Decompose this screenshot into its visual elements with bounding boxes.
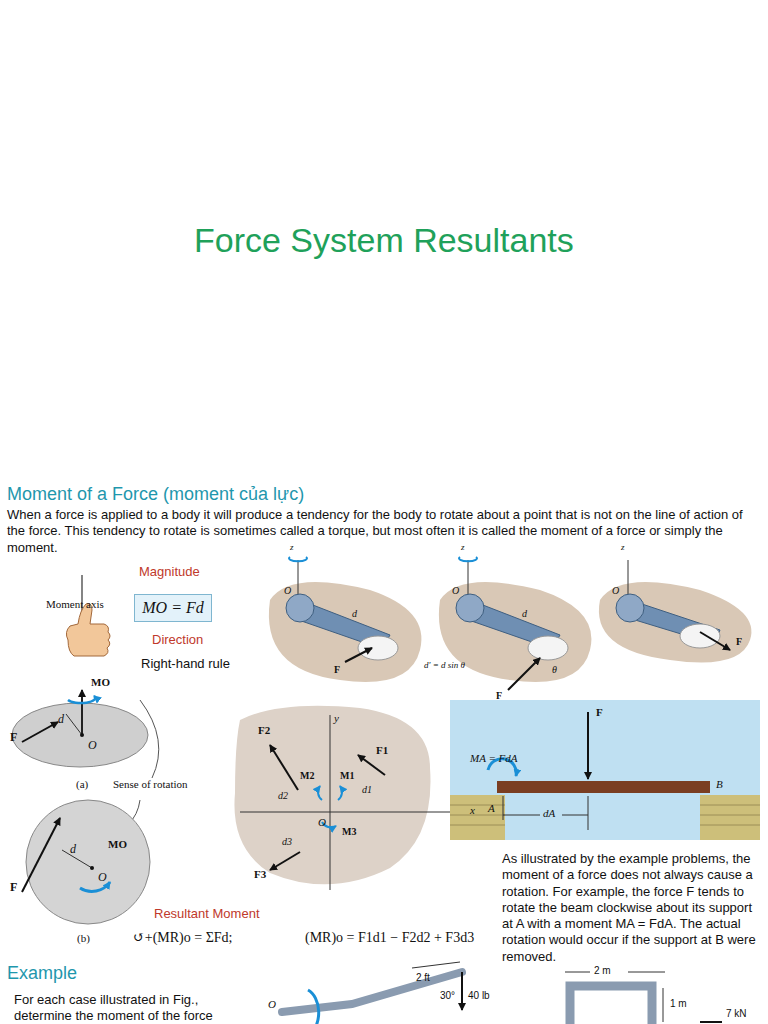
- dimension-label: 2 ft: [416, 972, 430, 984]
- force-symbol: F3: [254, 868, 266, 881]
- figure-label: Sense of rotation: [113, 778, 188, 791]
- beam-figure: [450, 700, 760, 840]
- moment-symbol: MO: [108, 838, 127, 851]
- equation: (MR)o = F1d1 − F2d2 + F3d3: [305, 930, 474, 947]
- point-label: O: [452, 585, 459, 597]
- distance-symbol: d: [352, 608, 357, 620]
- section-heading: Example: [7, 963, 77, 985]
- distance-symbol: dA: [543, 807, 555, 820]
- angle-label: θ: [552, 664, 557, 676]
- heading-label: Direction: [152, 632, 203, 648]
- moment-figure-a: [12, 690, 148, 767]
- section-heading: Moment of a Force (moment của lực): [7, 484, 304, 506]
- point-label: O: [88, 738, 97, 752]
- axis-label: z: [290, 542, 294, 553]
- figure-tag: (b): [77, 932, 90, 945]
- body-text: For each case illustrated in Fig., deter…: [14, 992, 256, 1024]
- figure-label: Moment axis: [46, 598, 104, 611]
- resultant-moment-figure: [234, 706, 468, 890]
- point-label: O: [612, 585, 619, 597]
- distance-symbol: d: [522, 608, 527, 620]
- angle-label: 30°: [440, 990, 455, 1002]
- moment-figure-b: [22, 800, 150, 924]
- figure-tag: (a): [76, 778, 88, 791]
- dimension-label: 2 m: [594, 965, 611, 977]
- load-label: 7 kN: [726, 1008, 747, 1020]
- moment-symbol: M3: [342, 826, 356, 838]
- moment-symbol: MO: [91, 676, 110, 689]
- point-label: O: [284, 585, 291, 597]
- moment-symbol: M1: [340, 770, 354, 782]
- axis-label: x: [470, 804, 475, 817]
- axis-label: y: [334, 712, 339, 725]
- force-symbol: F2: [258, 724, 270, 737]
- distance-symbol: d3: [282, 836, 292, 848]
- force-symbol: F: [10, 880, 17, 894]
- dimension-label: 1 m: [670, 998, 687, 1010]
- formula-text: MO = Fd: [142, 599, 203, 617]
- point-label: O: [318, 816, 326, 829]
- distance-symbol: d: [70, 842, 76, 856]
- note-text: As illustrated by the example problems, …: [502, 851, 766, 965]
- distance-symbol: d1: [362, 784, 372, 796]
- formula-box: MO = Fd: [134, 594, 212, 622]
- force-symbol: F: [496, 690, 502, 702]
- point-label: O: [98, 870, 107, 884]
- point-label: O: [268, 998, 276, 1011]
- heading-label: Magnitude: [139, 564, 200, 580]
- force-symbol: F: [334, 664, 340, 676]
- distance-formula: d' = d sin θ: [424, 660, 465, 671]
- force-symbol: F: [10, 730, 17, 744]
- support-label: B: [716, 778, 723, 791]
- heading-label: Resultant Moment: [154, 906, 260, 922]
- force-symbol: F: [736, 636, 742, 648]
- equation: ↺+(MR)o = ΣFd;: [133, 930, 232, 947]
- axis-label: z: [621, 542, 625, 553]
- body-text: When a force is applied to a body it wil…: [7, 507, 763, 556]
- axis-label: z: [461, 542, 465, 553]
- support-label: A: [488, 802, 495, 815]
- force-symbol: F: [596, 706, 603, 719]
- example-figures: [282, 962, 722, 1024]
- force-symbol: F1: [376, 744, 388, 757]
- slide-title: Force System Resultants: [194, 220, 574, 261]
- distance-symbol: d: [58, 712, 64, 726]
- load-label: 40 lb: [468, 990, 490, 1002]
- distance-symbol: d2: [278, 790, 288, 802]
- moment-symbol: M2: [300, 770, 314, 782]
- right-hand-icon: [66, 575, 110, 656]
- wrench-figures: [269, 557, 752, 690]
- moment-formula: MA = FdA: [470, 752, 518, 765]
- body-label: Right-hand rule: [141, 656, 230, 672]
